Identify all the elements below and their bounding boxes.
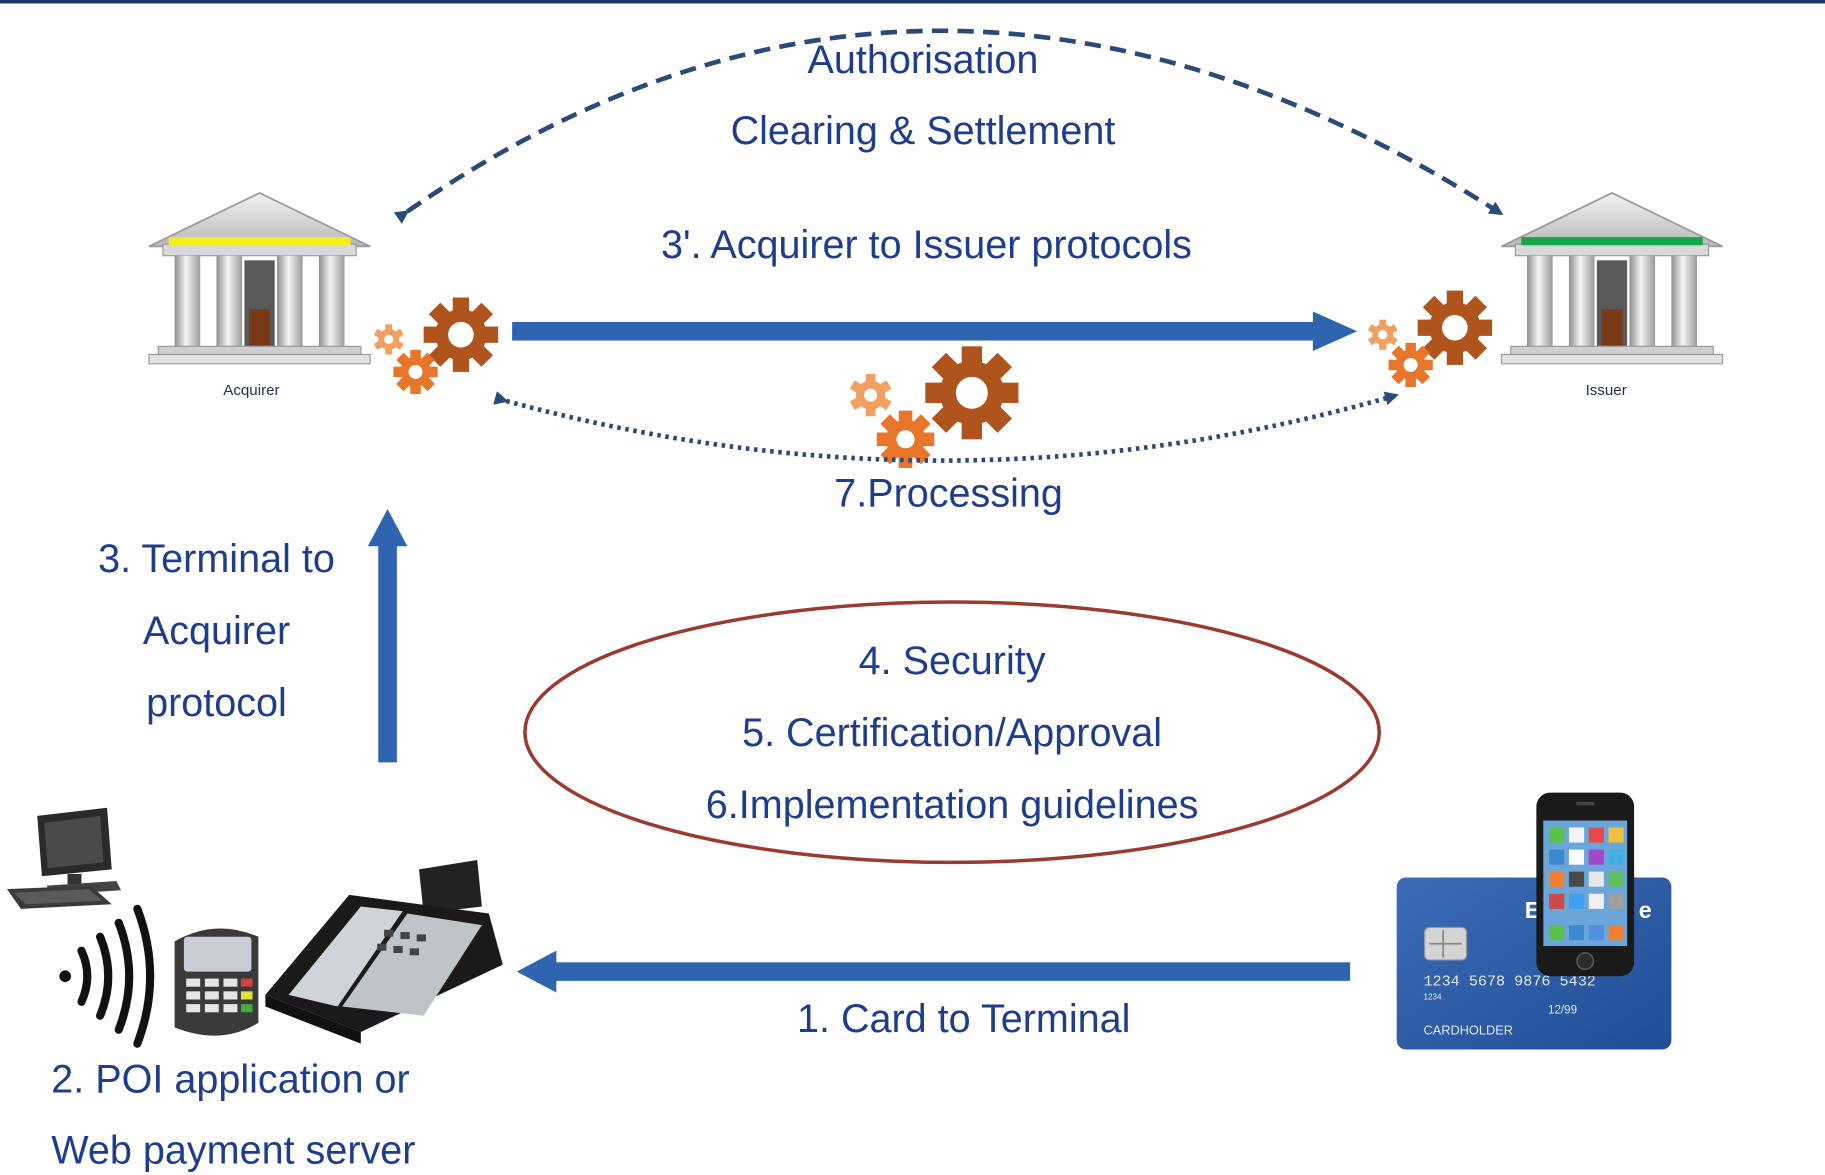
terminal-acquirer-arrow	[367, 509, 408, 763]
card-terminal-arrow	[516, 950, 1351, 993]
card-terminal-icon	[174, 928, 259, 1036]
processing-arrow	[493, 391, 1399, 463]
issuer-label: Issuer	[1586, 382, 1627, 399]
card-number: 1234 5678 9876 5432	[1423, 973, 1595, 991]
cash-register-icon	[265, 860, 503, 1044]
authorisation-arc	[393, 28, 1504, 224]
acquirer-bank-icon	[148, 192, 371, 365]
authorisation-label: Authorisation	[808, 38, 1039, 82]
standards-ellipse	[523, 600, 1381, 865]
gear-icon-processing	[849, 346, 1019, 469]
issuer-bank-icon	[1500, 192, 1724, 365]
terminal-label-line3: protocol	[146, 681, 287, 725]
poi-label-line2: Web payment server	[51, 1128, 415, 1172]
acquirer-issuer-label: 3'. Acquirer to Issuer protocols	[661, 223, 1192, 267]
gear-icon-acquirer	[373, 297, 499, 394]
acquirer-label: Acquirer	[223, 382, 279, 399]
card-brand-end: e	[1639, 897, 1652, 923]
certification-label: 5. Certification/Approval	[742, 711, 1162, 755]
acquirer-issuer-arrow	[512, 311, 1358, 351]
card-holder: CARDHOLDER	[1423, 1022, 1513, 1037]
card-to-terminal-label: 1. Card to Terminal	[797, 997, 1130, 1041]
computer-icon	[6, 807, 122, 909]
terminal-label-line1: 3. Terminal to	[98, 537, 335, 581]
clearing-label: Clearing & Settlement	[731, 109, 1116, 153]
poi-label-line1: 2. POI application or	[51, 1057, 409, 1101]
terminal-label-line2: Acquirer	[143, 609, 290, 653]
implementation-label: 6.Implementation guidelines	[706, 783, 1199, 827]
card-expiry: 12/99	[1548, 1003, 1577, 1016]
top-border	[0, 0, 1825, 4]
gear-icon-issuer	[1367, 290, 1493, 388]
contactless-icon	[59, 904, 155, 1048]
smartphone-icon	[1536, 792, 1635, 977]
security-label: 4. Security	[859, 639, 1046, 683]
processing-label: 7.Processing	[834, 472, 1063, 516]
card-small-number: 1234	[1423, 992, 1442, 1001]
